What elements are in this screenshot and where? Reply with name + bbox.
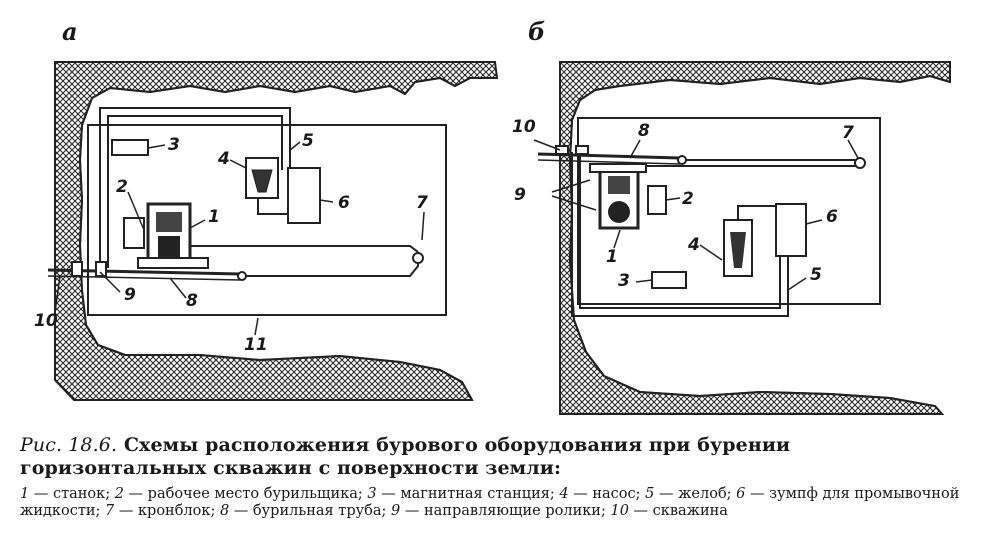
driller-place-a bbox=[123, 217, 145, 249]
legend-text: кронблок bbox=[137, 503, 211, 519]
magnetic-station-b bbox=[651, 271, 687, 289]
callout-a-10: 10 bbox=[34, 311, 58, 331]
legend-item: 8 — бурильная труба; bbox=[219, 503, 392, 519]
legend-number: 10 bbox=[610, 503, 629, 519]
legend-number: 5 bbox=[645, 486, 655, 502]
callout-b-3: 3 bbox=[618, 271, 630, 291]
callout-b-4: 4 bbox=[687, 235, 700, 255]
platform-a bbox=[87, 124, 447, 316]
legend-item: 7 — кронблок; bbox=[105, 503, 220, 519]
callout-a-9: 9 bbox=[124, 285, 136, 305]
platform-b bbox=[577, 117, 881, 305]
caption-title: Рис. 18.6. Схемы расположения бурового о… bbox=[20, 434, 970, 480]
excavation-edge-a bbox=[78, 76, 473, 401]
legend-number: 1 bbox=[20, 486, 30, 502]
callout-b-6: 6 bbox=[826, 207, 838, 227]
legend-number: 6 bbox=[736, 486, 746, 502]
callout-a-6: 6 bbox=[338, 193, 350, 213]
caption-legend: 1 — станок; 2 — рабочее место бурильщика… bbox=[20, 486, 970, 520]
legend-item: 1 — станок; bbox=[20, 486, 115, 502]
drilling-rig-a bbox=[137, 202, 209, 269]
legend-item: 4 — насос; bbox=[559, 486, 646, 502]
legend-number: 3 bbox=[367, 486, 377, 502]
legend-text: направляющие ролики bbox=[423, 503, 601, 519]
excavation-edge-b bbox=[568, 74, 951, 415]
trough-a bbox=[99, 107, 291, 268]
legend-text: зумпф для промывочной жидкости bbox=[20, 486, 960, 519]
caption-title-text: Схемы расположения бурового оборудования… bbox=[20, 434, 791, 479]
legend-text: рабочее место бурильщика bbox=[147, 486, 358, 502]
figure-caption: Рис. 18.6. Схемы расположения бурового о… bbox=[20, 434, 970, 520]
callout-a-2: 2 bbox=[116, 177, 128, 197]
callout-b-10: 10 bbox=[512, 117, 536, 137]
legend-item: 10 — скважина bbox=[610, 503, 728, 519]
callout-a-8: 8 bbox=[186, 291, 198, 311]
legend-text: магнитная станция bbox=[400, 486, 550, 502]
callout-a-4: 4 bbox=[217, 149, 230, 169]
ground-wall-b bbox=[559, 61, 951, 415]
callout-a-11: 11 bbox=[244, 335, 268, 355]
callout-b-1: 1 bbox=[606, 247, 618, 267]
callout-a-3: 3 bbox=[168, 135, 180, 155]
legend-item: 9 — направляющие ролики; bbox=[391, 503, 611, 519]
panel-a-label: а bbox=[62, 17, 78, 46]
legend-number: 8 bbox=[219, 503, 230, 519]
callout-b-5: 5 bbox=[810, 265, 822, 285]
legend-item: 5 — желоб; bbox=[645, 486, 737, 502]
legend-text: бурильная труба bbox=[252, 503, 382, 519]
callout-b-9: 9 bbox=[514, 185, 526, 205]
magnetic-station-a bbox=[111, 139, 149, 156]
legend-item: 2 — рабочее место бурильщика; bbox=[114, 486, 368, 502]
panel-a: а bbox=[34, 17, 499, 401]
callout-a-7: 7 bbox=[416, 193, 428, 213]
driller-place-b bbox=[647, 185, 667, 215]
callout-b-2: 2 bbox=[682, 189, 694, 209]
drilling-rig-b bbox=[589, 163, 647, 230]
sump-b bbox=[775, 203, 807, 257]
figure-number: Рис. 18.6. bbox=[20, 434, 118, 456]
panel-b-label: б bbox=[528, 17, 545, 46]
callout-b-7: 7 bbox=[842, 123, 854, 143]
callout-a-1: 1 bbox=[208, 207, 220, 227]
legend-text: станок bbox=[52, 486, 106, 502]
panel-b: б bbox=[512, 17, 951, 415]
legend-text: скважина bbox=[652, 503, 728, 519]
legend-text: желоб bbox=[678, 486, 727, 502]
crown-block-line-a bbox=[246, 252, 419, 277]
callout-a-5: 5 bbox=[302, 131, 314, 151]
trough-b bbox=[571, 152, 789, 317]
legend-number: 4 bbox=[559, 486, 569, 502]
legend-number: 9 bbox=[391, 503, 401, 519]
legend-number: 2 bbox=[114, 486, 124, 502]
legend-number: 7 bbox=[105, 503, 115, 519]
sump-a bbox=[287, 167, 321, 224]
ground-wall-a bbox=[54, 61, 499, 401]
callout-b-8: 8 bbox=[638, 121, 650, 141]
legend-item: 6 — зумпф для промывочной жидкости; bbox=[20, 486, 960, 519]
legend-text: насос bbox=[592, 486, 636, 502]
equipment-layout-figure: а bbox=[34, 17, 951, 415]
legend-item: 3 — магнитная станция; bbox=[367, 486, 560, 502]
